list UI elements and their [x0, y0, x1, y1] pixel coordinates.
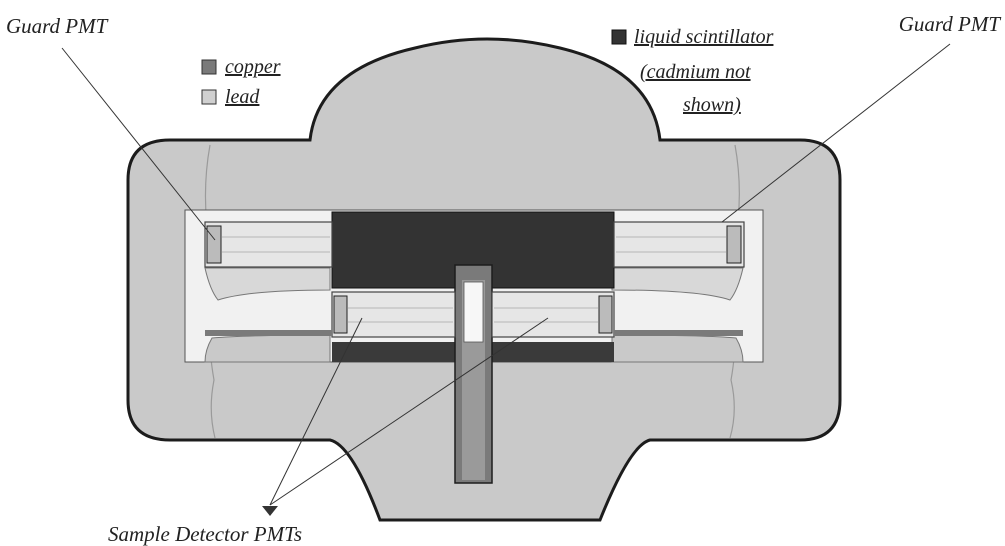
legend-swatch-lead: [201, 89, 217, 105]
label-guard-pmt-left: Guard PMT: [6, 14, 109, 38]
leader-guard-pmt-right: [721, 43, 951, 223]
lead-insert-right-upper: [611, 267, 744, 301]
sample-slot: [463, 281, 484, 343]
guard-pmt-left-base: [206, 225, 222, 264]
legend-scintillator-line2: (cadmium not: [640, 61, 751, 83]
legend-scintillator-line1: liquid scintillator: [634, 26, 774, 48]
leader-sample-pmt-right: [269, 317, 549, 506]
lead-insert-left-lower: [204, 334, 331, 363]
legend-lead-label: lead: [225, 86, 260, 108]
liquid-scintillator-lower-left: [332, 342, 457, 362]
sample-detector-pmt-left: [331, 291, 456, 338]
sample-detector-pmt-right-base: [598, 295, 613, 334]
legend-swatch-liquid-scintillator: [611, 29, 627, 45]
guard-pmt-left: [204, 221, 333, 268]
leader-guard-pmt-left: [61, 47, 216, 241]
lead-insert-right-lower: [611, 334, 744, 363]
lead-insert-left-upper: [204, 267, 331, 301]
guard-pmt-right-base: [726, 225, 742, 264]
legend-swatch-copper: [201, 59, 217, 75]
legend-copper-label: copper: [225, 56, 281, 78]
liquid-scintillator-lower-right: [490, 342, 614, 362]
label-guard-pmt-right: Guard PMT: [899, 12, 1002, 36]
arrowhead-sample-pmts: [262, 506, 278, 516]
label-sample-detector-pmts: Sample Detector PMTs: [108, 522, 302, 546]
copper-strip-right: [614, 330, 743, 336]
sample-detector-pmt-left-base: [333, 295, 348, 334]
sample-detector-pmt-right: [491, 291, 615, 338]
guard-pmt-right: [613, 221, 745, 268]
legend-scintillator-line3: shown): [683, 94, 741, 116]
leader-sample-pmt-left: [269, 317, 363, 506]
copper-strip-left: [205, 330, 332, 336]
